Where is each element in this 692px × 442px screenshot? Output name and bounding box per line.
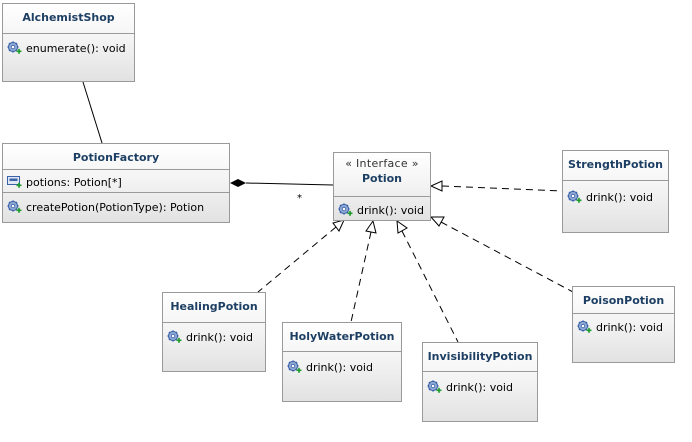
compartment-divider (3, 169, 229, 170)
class-name: PoisonPotion (582, 294, 665, 307)
realization-holywater (350, 219, 377, 323)
class-name: InvisibilityPotion (427, 350, 533, 363)
compartment-divider (3, 33, 134, 34)
operation-gear-icon (7, 41, 23, 55)
compartment-divider (423, 371, 537, 372)
class-name: HolyWaterPotion (289, 330, 395, 343)
operation-text: drink(): void (596, 320, 663, 334)
class-healing-potion[interactable]: HealingPotion drink(): void (162, 292, 266, 372)
interface-potion[interactable]: « Interface » Potion drink(): void (333, 152, 431, 221)
compartment-divider (573, 313, 674, 314)
attribute-field-icon (7, 175, 23, 189)
operation-text: drink(): void (446, 380, 513, 394)
aggregation-diamond (230, 179, 246, 187)
operation-text: drink(): void (586, 190, 653, 204)
class-strength-potion[interactable]: StrengthPotion drink(): void (562, 150, 669, 233)
realization-invisibility (396, 219, 459, 343)
compartment-divider (563, 180, 668, 181)
operation-row: drink(): void (577, 320, 663, 334)
operation-gear-icon (167, 330, 183, 344)
operation-row: drink(): void (427, 380, 513, 394)
attribute-text: potions: Potion[*] (26, 175, 122, 189)
class-alchemist-shop[interactable]: AlchemistShop enumerate(): void (2, 3, 135, 82)
realization-strength (429, 180, 563, 192)
operation-row: drink(): void (287, 360, 373, 374)
operation-row: drink(): void (567, 190, 653, 204)
class-name: HealingPotion (170, 300, 258, 313)
operation-text: enumerate(): void (26, 41, 126, 55)
compartment-divider (163, 322, 265, 323)
class-invisibility-potion[interactable]: InvisibilityPotion drink(): void (422, 342, 538, 422)
stereotype-label: « Interface » (345, 157, 419, 170)
realization-healing (257, 219, 345, 293)
class-name: StrengthPotion (568, 158, 663, 171)
realization-poison (429, 216, 574, 293)
operation-gear-icon (567, 190, 583, 204)
aggregation-factory-potion (245, 182, 334, 186)
class-name: PotionFactory (72, 151, 160, 164)
association-shop-factory (82, 81, 103, 144)
operation-text: createPotion(PotionType): Potion (26, 200, 205, 214)
class-holy-water-potion[interactable]: HolyWaterPotion drink(): void (282, 322, 402, 402)
operation-row: drink(): void (167, 330, 253, 344)
class-name: AlchemistShop (22, 11, 115, 24)
attribute-row: potions: Potion[*] (7, 175, 122, 189)
operation-row: createPotion(PotionType): Potion (7, 200, 204, 214)
class-potion-factory[interactable]: PotionFactory potions: Potion[*] createP… (2, 143, 230, 223)
operation-row: drink(): void (338, 203, 424, 217)
operation-text: drink(): void (357, 203, 424, 217)
compartment-divider (334, 196, 430, 197)
operation-gear-icon (338, 203, 354, 217)
class-poison-potion[interactable]: PoisonPotion drink(): void (572, 286, 675, 363)
compartment-divider (3, 192, 229, 193)
class-name: Potion (361, 172, 403, 185)
operation-row: enumerate(): void (7, 41, 126, 55)
operation-gear-icon (287, 360, 303, 374)
compartment-divider (283, 351, 401, 352)
multiplicity-many: * (297, 193, 302, 204)
operation-gear-icon (427, 380, 443, 394)
operation-text: drink(): void (306, 360, 373, 374)
operation-gear-icon (7, 200, 23, 214)
operation-text: drink(): void (186, 330, 253, 344)
operation-gear-icon (577, 320, 593, 334)
